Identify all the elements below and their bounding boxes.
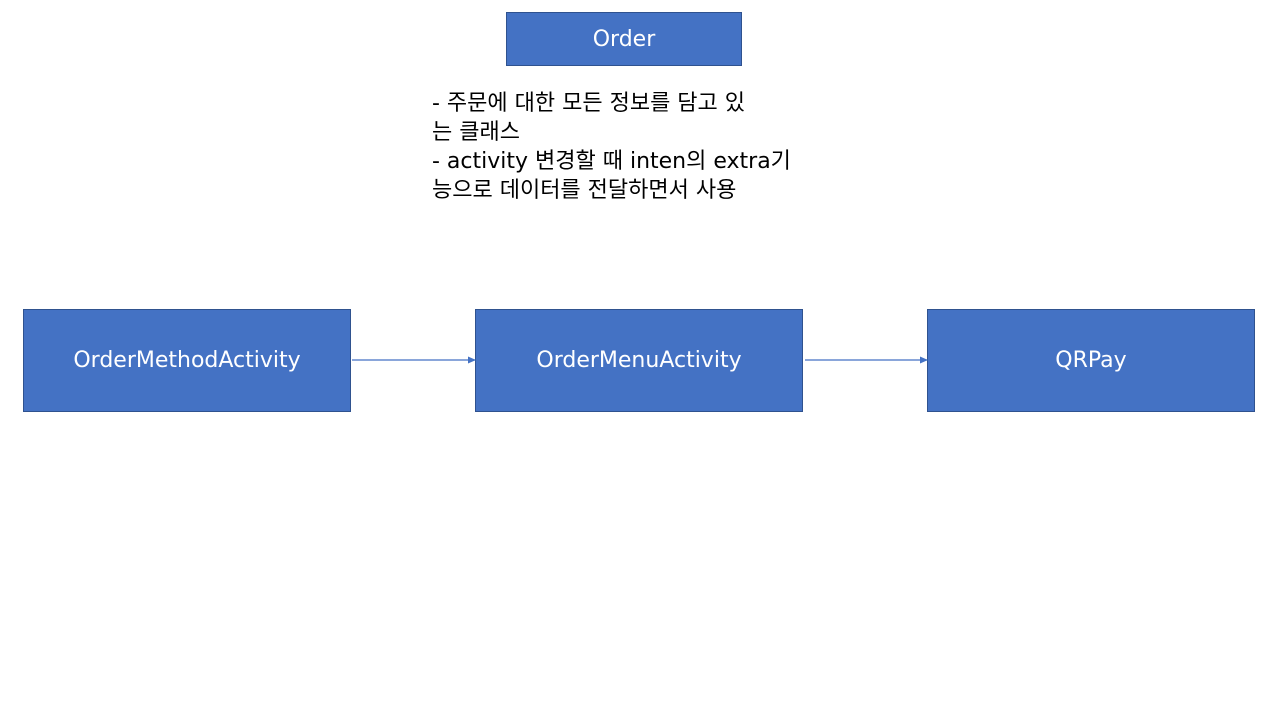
- order-method-activity-label: OrderMethodActivity: [73, 348, 301, 373]
- order-menu-activity-box: OrderMenuActivity: [475, 309, 803, 412]
- order-menu-activity-label: OrderMenuActivity: [536, 348, 742, 373]
- order-method-activity-box: OrderMethodActivity: [23, 309, 351, 412]
- order-class-box: Order: [506, 12, 742, 66]
- description-line: 능으로 데이터를 전달하면서 사용: [432, 178, 737, 203]
- qrpay-label: QRPay: [1055, 348, 1127, 373]
- order-class-label: Order: [592, 26, 656, 52]
- order-description: - 주문에 대한 모든 정보를 담고 있 는 클래스 - activity 변경…: [432, 89, 816, 205]
- qrpay-box: QRPay: [927, 309, 1255, 412]
- description-line: - activity 변경할 때 inten의 extra기: [432, 149, 791, 174]
- description-line: 는 클래스: [432, 120, 520, 145]
- description-line: - 주문에 대한 모든 정보를 담고 있: [432, 91, 746, 116]
